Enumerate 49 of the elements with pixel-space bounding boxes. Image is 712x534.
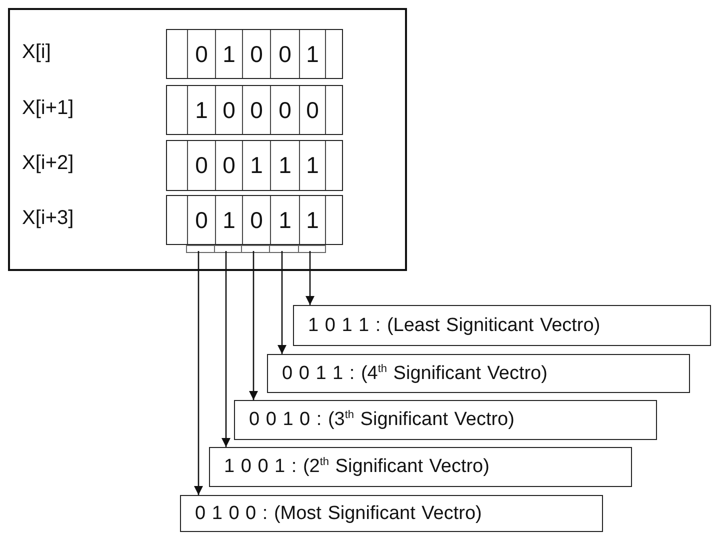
bit-digit: 1 [299, 196, 326, 244]
bit-digit: 0 [270, 86, 299, 134]
bit-digit: 0 [242, 30, 270, 78]
row-label: X[i] [22, 40, 51, 64]
vector-box [234, 400, 657, 440]
bit-digit: 0 [242, 86, 270, 134]
bit-digit: 0 [242, 196, 270, 244]
vector-text: 0 0 1 0 : (3$^{th}$ Significant Vectro) [249, 408, 514, 432]
vector-box [293, 305, 711, 346]
bit-row-box [166, 195, 343, 245]
bit-row-box [166, 140, 343, 191]
bit-digit: 1 [299, 30, 326, 78]
bit-digit: 0 [270, 30, 299, 78]
bit-digit: 1 [215, 196, 242, 244]
arrow [249, 251, 258, 400]
bit-digit: 1 [299, 141, 326, 190]
bit-digit: 1 [215, 30, 242, 78]
vector-box [209, 447, 632, 487]
arrow [278, 251, 286, 354]
bit-digit: 0 [187, 196, 215, 244]
bit-digit: 1 [270, 141, 299, 190]
outer-frame [8, 8, 407, 271]
column-strip [269, 245, 299, 253]
bit-digit: 1 [270, 196, 299, 244]
arrow [194, 251, 203, 495]
column-strip [298, 245, 326, 253]
row-label: X[i+2] [22, 150, 74, 176]
vector-text: 1 0 0 1 : (2$^{th}$ Significant Vectro) [224, 456, 490, 478]
bit-digit: 0 [299, 86, 326, 134]
bit-row-box [166, 85, 343, 135]
bit-digit: 1 [187, 86, 215, 134]
vector-text: 0 1 0 0 : (Most Significant Vectro) [195, 502, 482, 524]
column-strip [214, 245, 242, 253]
bit-digit: 0 [187, 30, 215, 78]
bit-digit: 1 [242, 141, 270, 190]
column-strip [241, 245, 270, 253]
vector-box [180, 495, 603, 532]
bit-row-box [166, 29, 343, 79]
arrow [222, 251, 230, 447]
vector-box [267, 354, 690, 393]
column-strip [186, 245, 215, 253]
row-label: X[i+3] [22, 206, 74, 230]
bit-digit: 0 [187, 141, 215, 190]
row-label: X[i+1] [22, 96, 74, 120]
bit-digit: 0 [215, 141, 242, 190]
bit-digit: 0 [215, 86, 242, 134]
arrow [306, 251, 314, 305]
vector-text: 0 0 1 1 : (4$^{th}$ Significant Vectro) [282, 362, 548, 385]
vector-text: 1 0 1 1 : (Least Signiticant Vectro) [308, 314, 600, 336]
